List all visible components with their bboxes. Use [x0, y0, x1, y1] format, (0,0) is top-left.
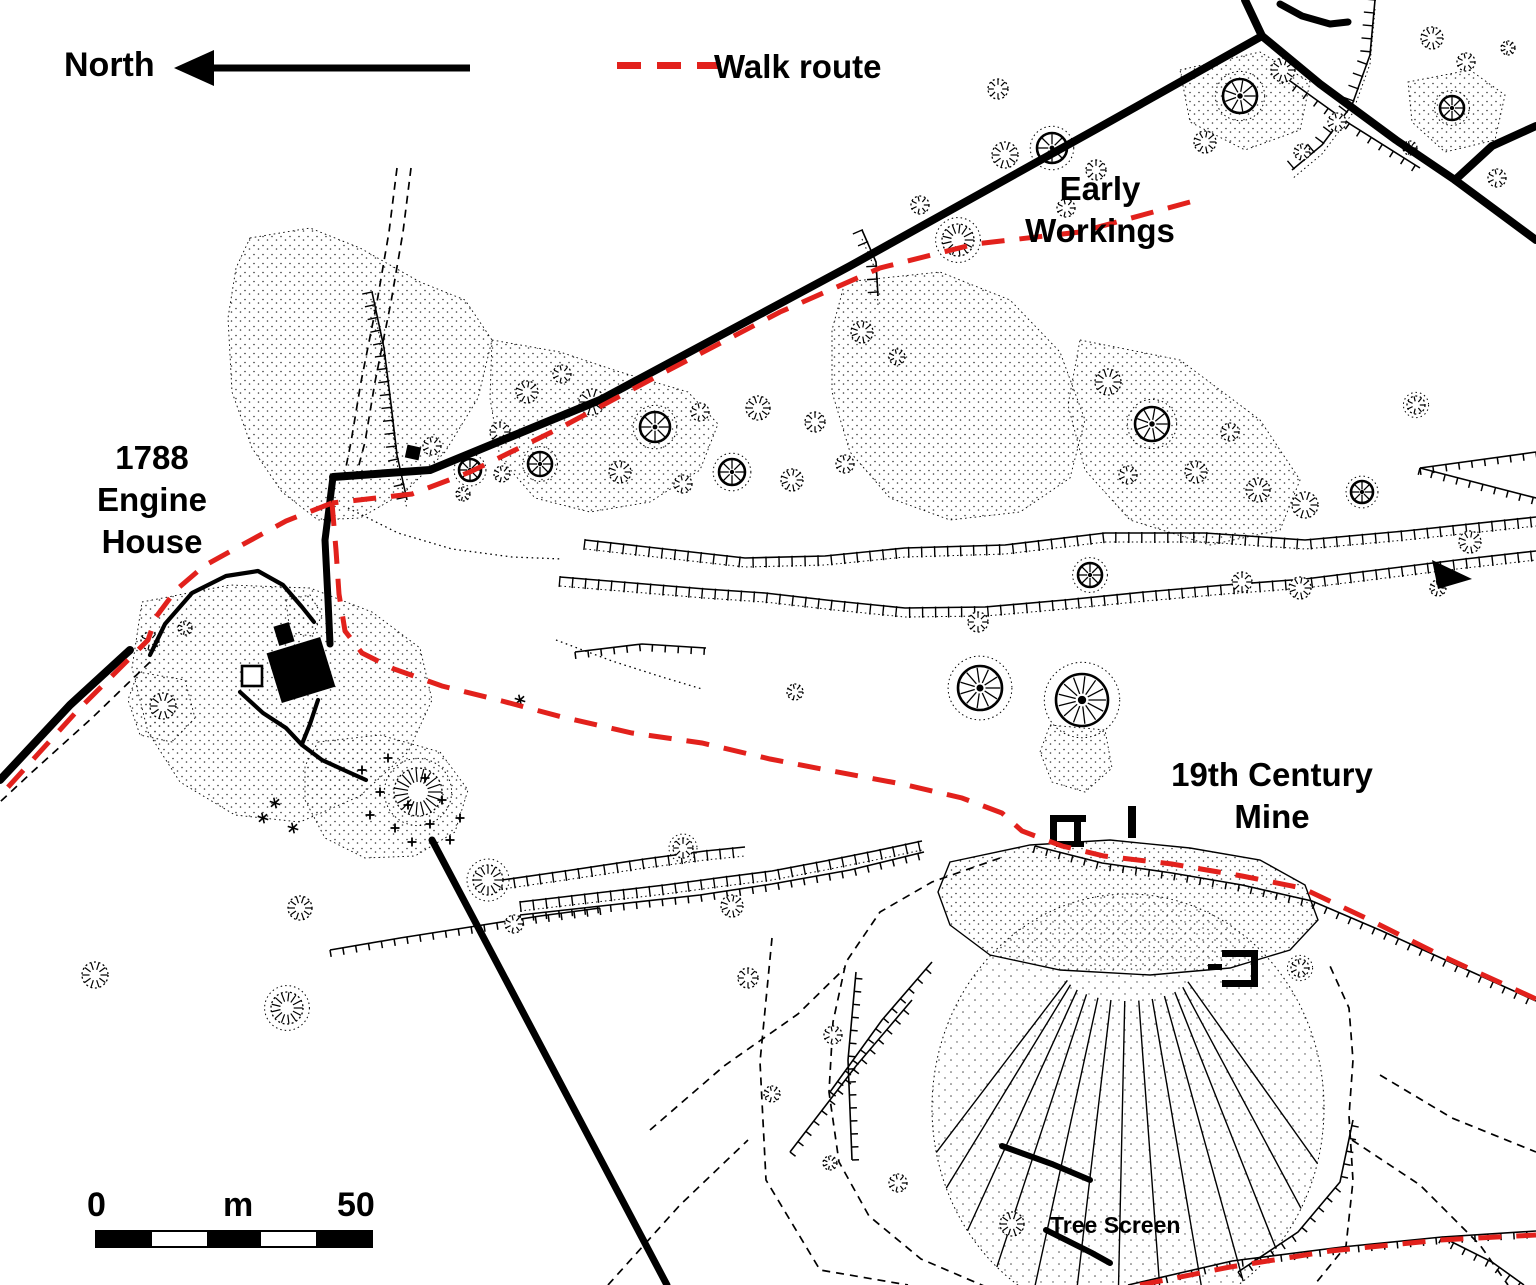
- scale-bar: 0 m 50: [85, 1186, 385, 1248]
- scale-bar-segment: [206, 1232, 262, 1246]
- walk-route-dash-icon: [617, 62, 725, 69]
- engine-house-label: 1788 Engine House: [96, 439, 207, 561]
- walk-route-legend-label: Walk route: [714, 48, 882, 85]
- scale-bar-segment: [316, 1232, 371, 1246]
- scale-bar-track: [95, 1230, 373, 1248]
- buildings: [240, 444, 1472, 1266]
- scale-bar-segment: [151, 1232, 207, 1246]
- scale-bar-segment: [97, 1232, 152, 1246]
- walls: [147, 568, 369, 783]
- earthwork-banks: [362, 0, 1536, 913]
- scale-end-value: 50: [337, 1186, 375, 1224]
- tree-screen-label: Tree Screen: [1050, 1212, 1181, 1238]
- mine-spoil-fan: [931, 839, 1325, 1285]
- dashed-tracks: [0, 167, 1536, 1285]
- quarry-pits: [81, 26, 1516, 1237]
- scale-bar-segment: [261, 1232, 317, 1246]
- spoil-marks: [257, 694, 526, 847]
- hachured-boundaries: [329, 77, 1536, 1285]
- early-workings-label: Early Workings: [1025, 170, 1175, 250]
- dotted-outlines: [347, 507, 703, 690]
- stippled-earthwork-areas: [127, 51, 1506, 859]
- scale-unit-label: m: [223, 1186, 254, 1224]
- north-arrow-icon: [174, 50, 470, 86]
- walk-route-lines: [0, 199, 1536, 1285]
- north-label: North: [64, 46, 155, 84]
- scale-start-value: 0: [87, 1186, 106, 1224]
- scale-bar-numbers: 0 m 50: [85, 1186, 385, 1230]
- mine-label: 19th Century Mine: [1171, 756, 1373, 836]
